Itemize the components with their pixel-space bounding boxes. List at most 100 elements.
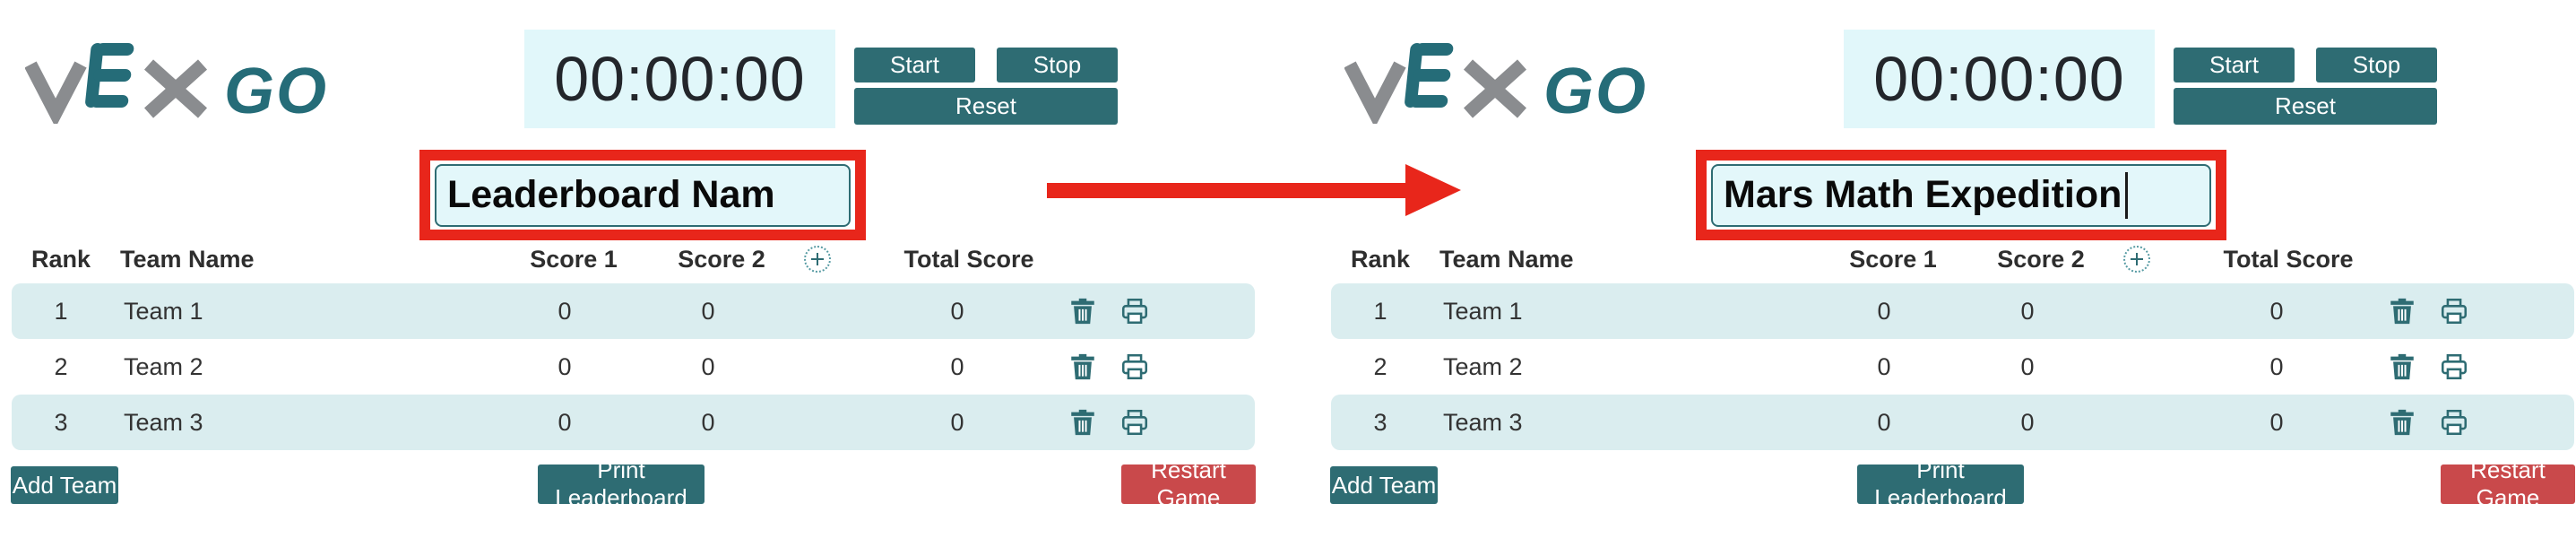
total-score-cell: 0: [950, 353, 964, 380]
printer-icon: [1121, 409, 1148, 436]
header-score1: Score 1: [530, 246, 618, 273]
logo-letter-x: [143, 59, 208, 118]
rank-cell: 3: [1373, 409, 1387, 436]
add-score-column-icon[interactable]: [2123, 246, 2150, 273]
header-score2: Score 2: [1997, 246, 2085, 273]
print-team-button[interactable]: [2438, 296, 2470, 328]
score1-cell: 0: [558, 409, 572, 436]
vex-go-logo: GO: [1344, 43, 1647, 124]
total-score-cell: 0: [2269, 409, 2284, 436]
total-score-cell: 0: [2269, 298, 2284, 325]
add-score-column-icon[interactable]: [804, 246, 831, 273]
delete-team-button[interactable]: [1067, 407, 1099, 439]
logo-go-text: GO: [1543, 56, 1647, 124]
start-button[interactable]: Start: [854, 48, 975, 82]
trash-icon: [2390, 353, 2414, 380]
table-row: 3 Team 3 0 0 0: [1331, 395, 2574, 450]
table-row: 1 Team 1 0 0 0: [1331, 283, 2574, 339]
trash-icon: [1071, 409, 1094, 436]
text-caret: [2125, 171, 2129, 219]
printer-icon: [2441, 353, 2468, 380]
delete-team-button[interactable]: [1067, 352, 1099, 384]
print-leaderboard-button[interactable]: Print Leaderboard: [538, 456, 705, 511]
reset-button[interactable]: Reset: [2174, 88, 2437, 125]
logo-letter-e: [85, 43, 134, 108]
score1-cell: 0: [1877, 298, 1891, 325]
score2-cell: 0: [701, 353, 715, 380]
logo-letter-x: [1463, 59, 1527, 118]
score2-cell: 0: [2020, 353, 2035, 380]
restart-game-button[interactable]: Restart Game: [1121, 456, 1256, 511]
printer-icon: [2441, 409, 2468, 436]
delete-team-button[interactable]: [2386, 296, 2418, 328]
stop-button[interactable]: Stop: [2316, 48, 2437, 82]
score1-cell: 0: [558, 353, 572, 380]
delete-team-button[interactable]: [1067, 296, 1099, 328]
start-button[interactable]: Start: [2174, 48, 2295, 82]
leaderboard-name-input[interactable]: Mars Math Expedition: [1711, 163, 2211, 227]
logo-letter-v: [1344, 61, 1406, 124]
delete-team-button[interactable]: [2386, 407, 2418, 439]
restart-game-button[interactable]: Restart Game: [2441, 456, 2575, 511]
score2-cell: 0: [2020, 298, 2035, 325]
print-team-button[interactable]: [2438, 407, 2470, 439]
leaderboard-name-annotation-box: Mars Math Expedition: [1696, 150, 2226, 240]
print-team-button[interactable]: [2438, 352, 2470, 384]
table-row: 2 Team 2 0 0 0: [12, 339, 1255, 395]
total-score-cell: 0: [950, 409, 964, 436]
add-team-button[interactable]: Add Team: [11, 466, 118, 504]
team-name-cell: Team 1: [124, 298, 203, 325]
print-team-button[interactable]: [1119, 407, 1151, 439]
leaderboard-name-input[interactable]: Leaderboard Nam: [435, 163, 851, 227]
trash-icon: [1071, 298, 1094, 325]
timer-display: 00:00:00: [524, 30, 835, 128]
table-row: 3 Team 3 0 0 0: [12, 395, 1255, 450]
score1-cell: 0: [1877, 409, 1891, 436]
header-team-name: Team Name: [120, 246, 255, 273]
table-row: 1 Team 1 0 0 0: [12, 283, 1255, 339]
reset-button[interactable]: Reset: [854, 88, 1118, 125]
printer-icon: [2441, 298, 2468, 325]
rank-cell: 2: [54, 353, 68, 380]
total-score-cell: 0: [950, 298, 964, 325]
leaderboard-name-value: Leaderboard Nam: [447, 173, 775, 216]
score2-cell: 0: [701, 298, 715, 325]
team-name-cell: Team 3: [124, 409, 203, 436]
leaderboard-name-value: Mars Math Expedition: [1724, 173, 2122, 216]
red-arrow: [1047, 183, 1407, 198]
add-team-button[interactable]: Add Team: [1330, 466, 1438, 504]
score2-cell: 0: [2020, 409, 2035, 436]
rank-cell: 1: [1373, 298, 1387, 325]
trash-icon: [1071, 353, 1094, 380]
panel-after: GO 00:00:00 Start Stop Reset Mars Math E…: [1319, 0, 2576, 547]
team-name-cell: Team 1: [1443, 298, 1523, 325]
print-team-button[interactable]: [1119, 296, 1151, 328]
rank-cell: 2: [1373, 353, 1387, 380]
header-score1: Score 1: [1849, 246, 1937, 273]
table-row: 2 Team 2 0 0 0: [1331, 339, 2574, 395]
total-score-cell: 0: [2269, 353, 2284, 380]
score1-cell: 0: [1877, 353, 1891, 380]
logo-go-text: GO: [224, 56, 328, 124]
trash-icon: [2390, 298, 2414, 325]
header-total-score: Total Score: [903, 246, 1034, 273]
panel-before: GO 00:00:00 Start Stop Reset Leaderboard…: [11, 30, 1256, 511]
timer-display: 00:00:00: [1844, 30, 2155, 128]
header-rank: Rank: [1350, 246, 1411, 273]
stop-button[interactable]: Stop: [997, 48, 1118, 82]
printer-icon: [1121, 298, 1148, 325]
rank-cell: 3: [54, 409, 68, 436]
timer-value: 00:00:00: [1873, 44, 2125, 114]
rank-cell: 1: [54, 298, 68, 325]
score1-cell: 0: [558, 298, 572, 325]
delete-team-button[interactable]: [2386, 352, 2418, 384]
print-leaderboard-button[interactable]: Print Leaderboard: [1857, 456, 2024, 511]
team-name-cell: Team 2: [1443, 353, 1523, 380]
logo-letter-e: [1405, 43, 1454, 108]
header-team-name: Team Name: [1439, 246, 1574, 273]
score2-cell: 0: [701, 409, 715, 436]
print-team-button[interactable]: [1119, 352, 1151, 384]
team-name-cell: Team 3: [1443, 409, 1523, 436]
printer-icon: [1121, 353, 1148, 380]
header-score2: Score 2: [678, 246, 765, 273]
